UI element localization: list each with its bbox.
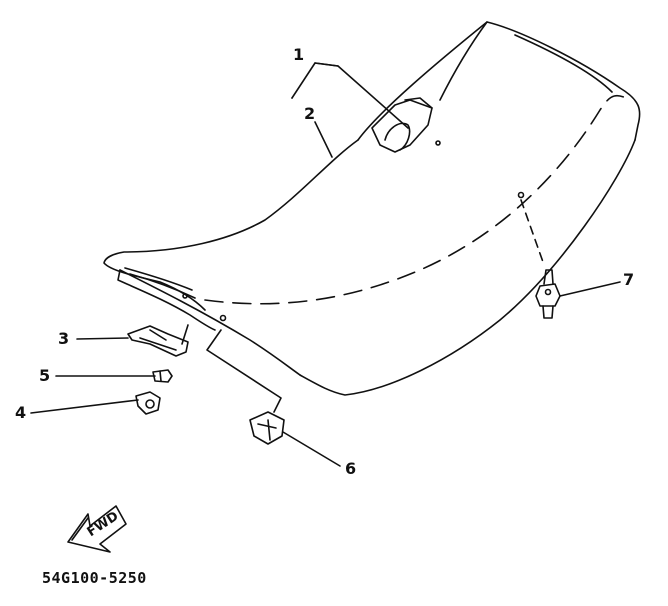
seat-hook-bracket: [371, 99, 433, 153]
part-3-bracket: [127, 325, 189, 357]
seat-hook-inner: [384, 122, 411, 151]
part-6-stopper: [249, 411, 285, 445]
callout-2: 2: [304, 104, 316, 123]
callout-5: 5: [39, 366, 51, 385]
callout-7: 7: [623, 270, 635, 289]
leader-4: [30, 399, 139, 414]
assembly-line-7: [520, 199, 544, 263]
seat-mount-hole-a: [435, 140, 441, 146]
callout-3: 3: [58, 329, 70, 348]
seat-trim-line: [204, 94, 631, 305]
seat-assembly: [103, 21, 641, 396]
seat-rear-crest: [439, 21, 613, 101]
seat-front-underside: [117, 269, 216, 331]
leader-2: [314, 121, 333, 158]
seat-mount-hole-b: [517, 191, 525, 199]
assembly-line-6: [206, 329, 282, 413]
part-4-damper: [135, 391, 161, 415]
seat-hook-tab: [404, 97, 433, 109]
seat-mount-hole-c: [219, 314, 227, 322]
leader-1-branch: [291, 62, 339, 99]
part-5-collar: [152, 369, 173, 383]
callout-6: 6: [345, 459, 357, 478]
callout-1: 1: [293, 45, 305, 64]
leader-3: [76, 337, 129, 340]
seat-mount-hole-d: [182, 293, 188, 299]
seat-front-side-slot: [124, 267, 196, 299]
part-7-bolt: [535, 269, 561, 319]
seat-rear-end: [299, 139, 636, 396]
seat-bottom-edge: [119, 269, 301, 376]
leader-6: [282, 431, 341, 467]
seat-top-rear-edge: [357, 21, 641, 141]
fwd-arrow-icon: [67, 505, 127, 553]
callout-4: 4: [15, 403, 27, 422]
leader-7: [559, 281, 621, 297]
seat-front-curve: [103, 139, 359, 311]
diagram-part-number: 54G100-5250: [42, 569, 147, 587]
